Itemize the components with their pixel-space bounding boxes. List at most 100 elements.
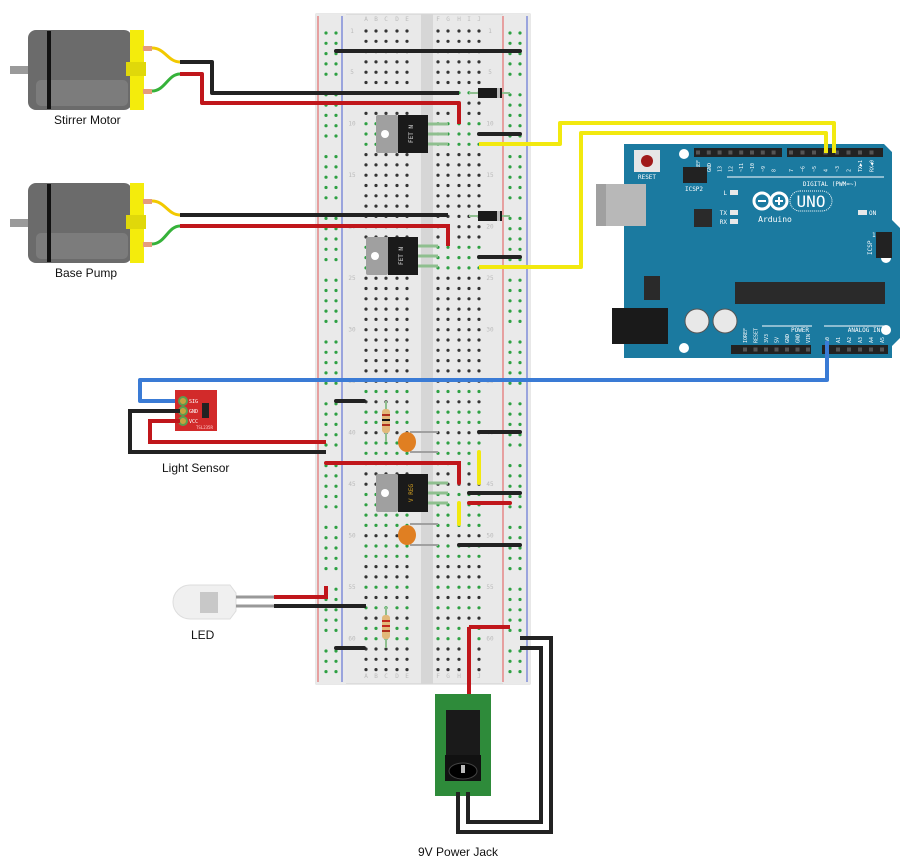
rail-hole xyxy=(518,319,522,323)
digital-pin[interactable] xyxy=(728,150,733,155)
rail-hole xyxy=(518,628,522,633)
power-pin[interactable] xyxy=(774,347,779,352)
breadboard-hole xyxy=(457,668,461,672)
analog-pin-label: A1 xyxy=(836,337,842,343)
digital-pin[interactable] xyxy=(835,150,839,155)
breadboard-hole xyxy=(457,235,461,239)
breadboard-hole xyxy=(405,111,409,115)
digital-pin[interactable] xyxy=(789,150,793,155)
mosfet-1-body xyxy=(398,115,428,153)
breadboard-hole xyxy=(436,60,440,64)
stirrer-motor xyxy=(10,30,461,124)
breadboard-hole xyxy=(457,389,461,394)
wire-yellow-pin5 xyxy=(479,121,836,153)
breadboard-hole xyxy=(405,606,409,610)
breadboard-hole xyxy=(477,225,481,229)
rail-hole xyxy=(334,670,338,674)
digital-pin[interactable] xyxy=(706,150,711,155)
power-pin[interactable] xyxy=(806,347,810,352)
rail-hole xyxy=(334,618,338,622)
power-pin[interactable] xyxy=(785,347,789,352)
power-pin[interactable] xyxy=(743,347,747,352)
breadboard-hole xyxy=(374,39,378,43)
breadboard-hole xyxy=(384,389,388,394)
breadboard-hole xyxy=(395,153,399,157)
breadboard-hole xyxy=(477,657,481,661)
breadboard-hole xyxy=(457,657,461,661)
digital-pin[interactable] xyxy=(696,150,700,155)
column-label: C xyxy=(384,673,388,680)
breadboard-hole xyxy=(395,80,399,85)
digital-pin[interactable] xyxy=(846,150,851,155)
breadboard-hole xyxy=(457,348,461,352)
breadboard-hole xyxy=(467,328,471,332)
breadboard-hole xyxy=(405,276,409,280)
rail-hole xyxy=(324,31,328,35)
breadboard-hole xyxy=(405,616,409,620)
digital-pin[interactable] xyxy=(858,150,862,155)
rail-hole xyxy=(508,62,512,66)
digital-pin[interactable] xyxy=(739,150,744,155)
breadboard-hole xyxy=(395,585,399,589)
breadboard-hole xyxy=(405,420,409,424)
power-pin[interactable] xyxy=(795,347,800,352)
power-pin[interactable] xyxy=(764,347,768,352)
power-pin[interactable] xyxy=(753,347,758,352)
rail-hole xyxy=(324,41,328,45)
base-pump-label: Base Pump xyxy=(55,266,118,280)
breadboard-hole xyxy=(395,204,399,208)
digital-pin[interactable] xyxy=(760,150,765,155)
breadboard-hole xyxy=(467,523,471,528)
rail-hole xyxy=(518,41,522,45)
breadboard-hole xyxy=(374,307,378,311)
breadboard-hole xyxy=(446,153,450,157)
rail-hole xyxy=(334,237,338,241)
digital-pin[interactable] xyxy=(812,150,816,155)
breadboard-hole xyxy=(405,39,409,43)
power-rail-left-bg xyxy=(316,14,346,684)
rail-hole xyxy=(334,628,338,633)
column-label: B xyxy=(374,16,378,23)
breadboard-hole xyxy=(374,616,378,620)
breadboard-hole xyxy=(364,575,368,579)
rail-hole xyxy=(324,402,328,406)
led-rx-label: RX xyxy=(720,219,728,226)
rail-hole xyxy=(508,608,512,612)
breadboard-hole xyxy=(477,286,481,291)
mosfet-2-hole xyxy=(371,252,379,260)
breadboard-hole xyxy=(457,328,461,332)
breadboard-hole xyxy=(384,80,388,85)
breadboard-hole xyxy=(457,554,461,558)
analog-pin[interactable] xyxy=(858,347,862,352)
breadboard-hole xyxy=(374,70,378,74)
breadboard-hole xyxy=(384,647,388,651)
rail-hole xyxy=(324,618,328,622)
analog-pin[interactable] xyxy=(847,347,851,352)
reset-button[interactable] xyxy=(641,155,653,167)
digital-pin[interactable] xyxy=(750,150,754,155)
digital-pin[interactable] xyxy=(771,150,776,155)
analog-pin[interactable] xyxy=(869,347,873,352)
rail-hole xyxy=(334,474,338,478)
breadboard-hole xyxy=(384,585,388,589)
digital-pin[interactable] xyxy=(800,150,805,155)
breadboard-hole xyxy=(384,39,388,43)
breadboard-hole xyxy=(477,204,481,208)
light-sensor: SIG GND VCC TSL235R xyxy=(128,390,326,454)
rail-hole xyxy=(324,505,328,509)
rail-hole xyxy=(518,361,522,365)
breadboard-hole xyxy=(467,482,471,486)
rail-hole xyxy=(508,103,512,107)
rail-hole xyxy=(324,309,328,313)
breadboard-hole xyxy=(457,565,461,569)
breadboard-hole xyxy=(405,565,409,569)
rail-hole xyxy=(334,309,338,313)
rail-hole xyxy=(518,216,522,220)
analog-pin[interactable] xyxy=(880,347,884,352)
digital-pin[interactable] xyxy=(869,150,874,155)
digital-pin[interactable] xyxy=(717,150,722,155)
breadboard-hole xyxy=(457,256,461,260)
analog-pin[interactable] xyxy=(836,347,840,352)
breadboard-hole xyxy=(457,60,461,64)
breadboard-hole xyxy=(395,338,399,342)
